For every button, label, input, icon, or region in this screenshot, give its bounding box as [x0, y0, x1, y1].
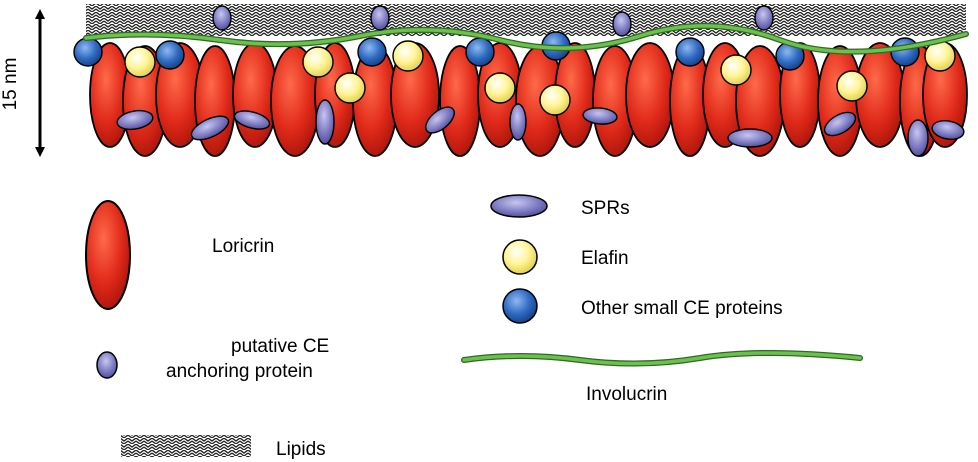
other-small-protein-molecule	[155, 40, 185, 70]
elafin-legend-icon	[502, 239, 538, 275]
loricrin-layer	[89, 42, 968, 157]
spr-molecule	[425, 106, 455, 134]
anchoring-protein-molecule	[754, 5, 774, 31]
lipids-legend-icon	[121, 435, 251, 457]
lipid-layer	[86, 4, 966, 36]
elafin-molecule	[302, 46, 334, 78]
spr-molecule	[907, 119, 929, 157]
other-small-protein-legend-icon	[502, 288, 538, 324]
legend: Loricrin putative CE anchoring protein L…	[85, 194, 863, 460]
lipids-label: Lipids	[276, 439, 326, 460]
loricrin-label: Loricrin	[212, 236, 274, 257]
other-small-protein-molecule	[890, 37, 920, 67]
scale-label: 15 nm	[0, 58, 21, 111]
spr-molecule	[116, 109, 154, 131]
elafin-molecule	[720, 54, 752, 86]
spr-legend-icon	[490, 194, 548, 218]
elafin-molecule	[484, 72, 516, 104]
spr-molecule	[727, 128, 773, 148]
anchoring-protein-molecule	[370, 5, 390, 31]
involucrin-strand-fill	[84, 24, 968, 54]
sprs-label: SPRs	[581, 198, 630, 219]
loricrin-legend-icon	[85, 200, 131, 310]
loricrin-molecule	[625, 42, 675, 148]
anchoring-protein-molecule	[612, 11, 632, 37]
spr-molecule	[509, 103, 527, 141]
spr-molecule	[931, 120, 965, 140]
elafin-molecule	[836, 70, 868, 102]
anchoring-protein-legend-icon	[96, 351, 118, 379]
spr-molecule	[190, 115, 230, 141]
other-small-proteins-label: Other small CE proteins	[581, 298, 783, 319]
other-small-protein-molecule	[357, 37, 387, 67]
elafin-molecule	[539, 84, 571, 116]
anchoring-protein-molecule	[212, 5, 232, 31]
involucrin-legend-icon-fill	[462, 351, 862, 366]
other-small-protein-molecule	[465, 37, 495, 67]
cornified-envelope	[73, 4, 969, 157]
spr-molecule	[582, 107, 618, 125]
other-small-protein-molecule	[73, 37, 103, 67]
elafin-molecule	[334, 72, 366, 104]
elafin-label: Elafin	[581, 248, 629, 269]
anchoring-protein-label-line2: anchoring protein	[166, 361, 313, 382]
spr-molecule	[233, 110, 271, 130]
involucrin-label: Involucrin	[586, 384, 667, 405]
elafin-molecule	[392, 40, 424, 72]
spr-molecule	[315, 99, 335, 145]
other-small-protein-molecule	[675, 37, 705, 67]
spr-layer	[116, 99, 965, 157]
anchoring-protein-label-line1: putative CE	[231, 336, 329, 357]
anchoring-protein-layer	[212, 5, 774, 37]
spr-molecule	[823, 111, 857, 137]
elafin-molecule	[124, 46, 156, 78]
